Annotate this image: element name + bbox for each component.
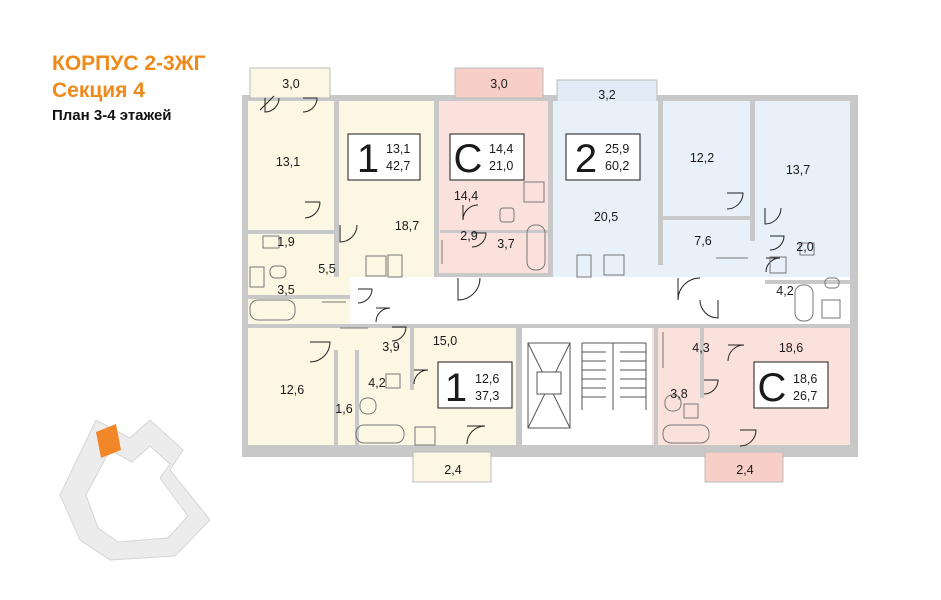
- plan-header: КОРПУС 2-3ЖГ Секция 4 План 3-4 этажей: [52, 50, 206, 126]
- svg-text:1,6: 1,6: [335, 402, 352, 416]
- doors: [259, 95, 785, 447]
- corridor-2: [248, 277, 350, 325]
- svg-text:3,2: 3,2: [598, 88, 615, 102]
- svg-text:14,4: 14,4: [454, 189, 478, 203]
- svg-text:25,9: 25,9: [605, 142, 629, 156]
- svg-text:37,3: 37,3: [475, 389, 499, 403]
- svg-text:5,5: 5,5: [318, 262, 335, 276]
- svg-text:1: 1: [445, 366, 467, 410]
- corridor: [350, 277, 850, 325]
- svg-text:2,0: 2,0: [796, 240, 813, 254]
- svg-text:13,1: 13,1: [386, 142, 410, 156]
- interior-walls: [248, 95, 850, 450]
- balcony-bottom-right: [704, 451, 784, 483]
- svg-text:15,0: 15,0: [433, 334, 457, 348]
- svg-text:21,0: 21,0: [489, 159, 513, 173]
- svg-text:12,6: 12,6: [280, 383, 304, 397]
- svg-text:4,2: 4,2: [368, 376, 385, 390]
- svg-text:7,6: 7,6: [694, 234, 711, 248]
- svg-text:2,4: 2,4: [736, 463, 753, 477]
- balcony-top-left: [249, 67, 331, 99]
- building-title: КОРПУС 2-3ЖГ: [52, 52, 206, 75]
- svg-text:4,2: 4,2: [776, 284, 793, 298]
- key-map: [59, 419, 211, 561]
- svg-text:2: 2: [575, 137, 597, 181]
- svg-text:20,5: 20,5: [594, 210, 618, 224]
- balcony-bottom-center: [412, 451, 492, 483]
- svg-text:2,4: 2,4: [444, 463, 461, 477]
- apt-label-1-top: 1 13,1 42,7: [347, 133, 421, 181]
- svg-text:13,1: 13,1: [276, 155, 300, 169]
- apt-label-1-bottom: 1 12,6 37,3: [437, 361, 513, 410]
- apt-label-c-bottom: С 18,6 26,7: [753, 361, 829, 410]
- svg-text:4,3: 4,3: [692, 341, 709, 355]
- svg-text:3,7: 3,7: [497, 237, 514, 251]
- svg-text:2,9: 2,9: [460, 229, 477, 243]
- svg-text:3,8: 3,8: [670, 387, 687, 401]
- svg-text:18,6: 18,6: [793, 372, 817, 386]
- svg-text:3,9: 3,9: [382, 340, 399, 354]
- apt-label-2-top: 2 25,9 60,2: [565, 133, 641, 181]
- svg-text:18,6: 18,6: [779, 341, 803, 355]
- room-area-labels: 3,0 13,1 18,7 1,9 5,5 3,5 3,0 14,4 2,9 3…: [276, 77, 814, 477]
- apt-label-c-top: С 14,4 21,0: [449, 133, 525, 181]
- svg-text:12,6: 12,6: [475, 372, 499, 386]
- floor-plan-title: План 3-4 этажей: [52, 107, 172, 124]
- balcony-top-center: [454, 67, 544, 99]
- svg-text:3,0: 3,0: [490, 77, 507, 91]
- section-title: Секция 4: [52, 79, 145, 102]
- svg-text:14,4: 14,4: [489, 142, 513, 156]
- stairs: [527, 342, 647, 429]
- svg-text:26,7: 26,7: [793, 389, 817, 403]
- svg-text:1: 1: [357, 137, 379, 181]
- apt-c-top-zone: [438, 101, 548, 273]
- fixtures: [249, 181, 841, 446]
- svg-text:С: С: [454, 137, 483, 181]
- svg-text:С: С: [758, 366, 787, 410]
- svg-text:60,2: 60,2: [605, 159, 629, 173]
- svg-text:12,2: 12,2: [690, 151, 714, 165]
- svg-text:3,5: 3,5: [277, 283, 294, 297]
- svg-text:1,9: 1,9: [277, 235, 294, 249]
- svg-text:13,7: 13,7: [786, 163, 810, 177]
- svg-text:42,7: 42,7: [386, 159, 410, 173]
- svg-text:3,0: 3,0: [282, 77, 299, 91]
- svg-text:18,7: 18,7: [395, 219, 419, 233]
